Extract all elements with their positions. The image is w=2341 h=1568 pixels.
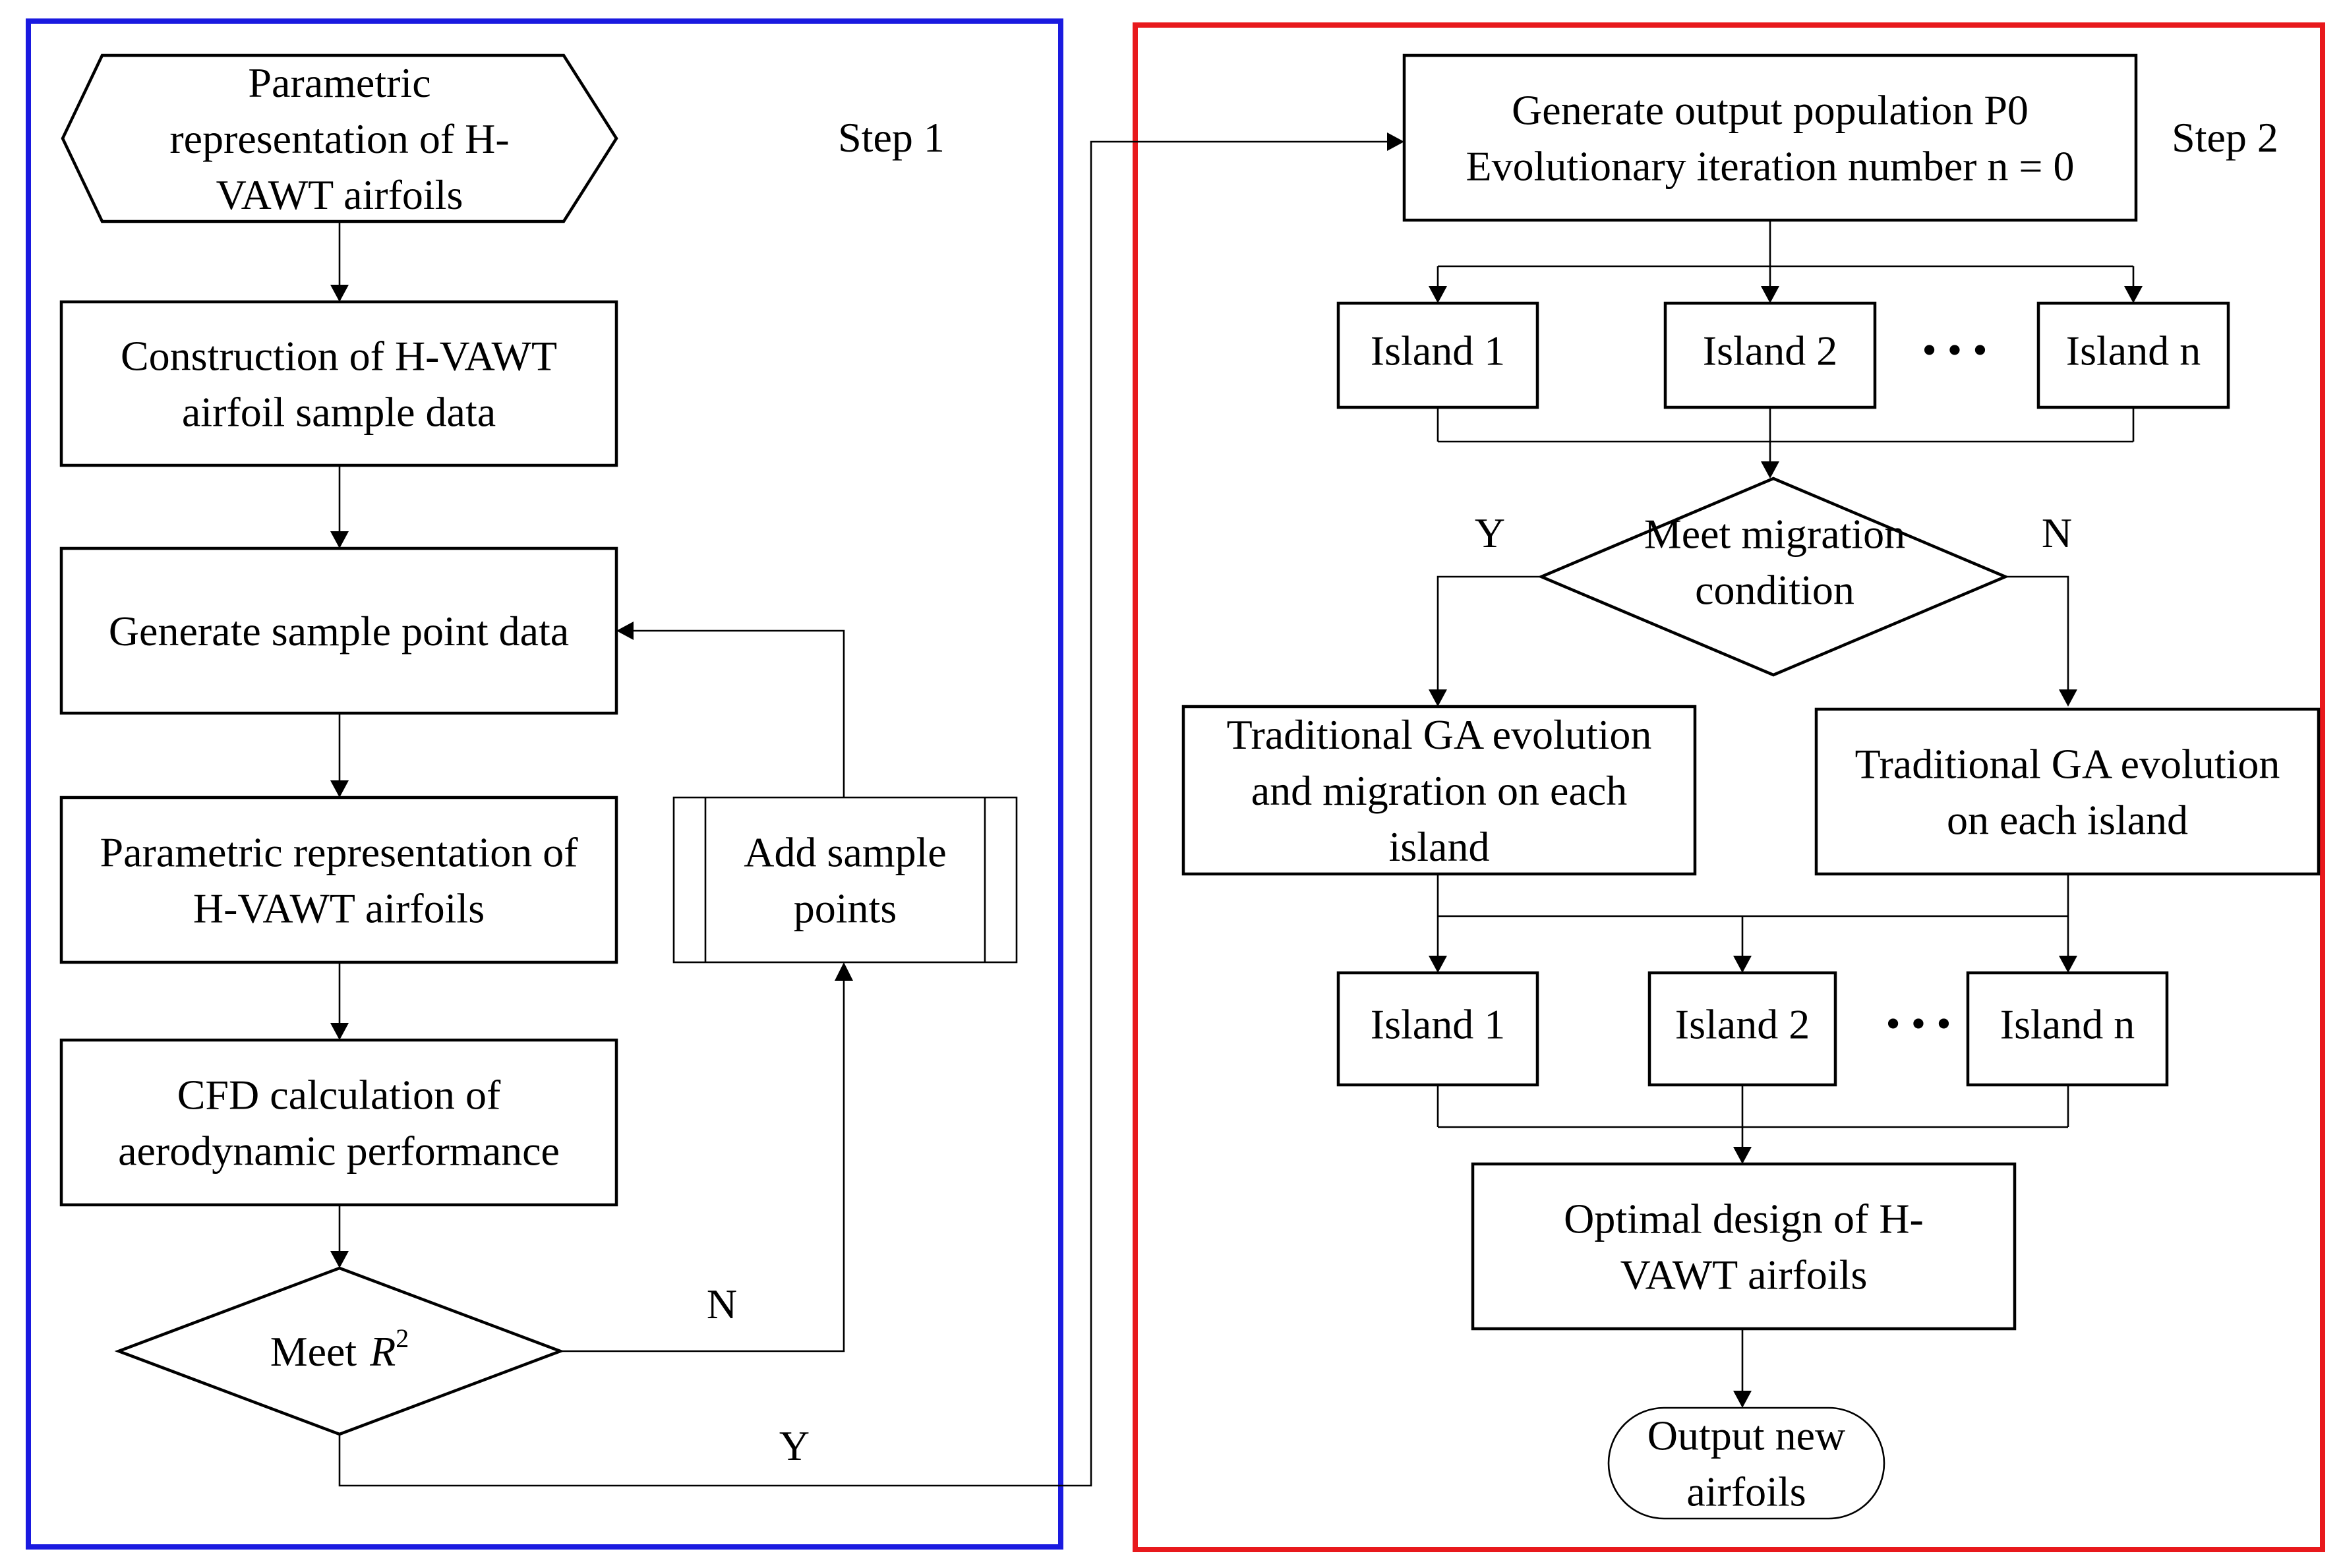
add-points-box — [672, 796, 1018, 964]
generate-points-label: Generate sample point data — [109, 608, 569, 654]
text-line: on each island — [1947, 797, 2188, 844]
text-line: airfoils — [1686, 1468, 1806, 1515]
text-line: Optimal design of H- — [1564, 1196, 1924, 1242]
migration-no-label: N — [2042, 509, 2072, 556]
island-2-bottom-label: Island 2 — [1675, 1001, 1810, 1048]
text-line: Parametric representation of — [100, 829, 579, 876]
text-line: H-VAWT airfoils — [193, 885, 485, 932]
ellipsis-bottom: • • • — [1885, 1000, 1951, 1047]
output-label: Output new airfoils — [1647, 1412, 1845, 1515]
ga-migration-box — [1181, 705, 1697, 876]
output-terminal — [1607, 1407, 1885, 1520]
construction-box — [59, 300, 618, 467]
add-points-label: Add sample points — [744, 829, 947, 932]
ga-plain-box — [1814, 707, 2321, 876]
text-line: Evolutionary iteration number n = 0 — [1466, 143, 2075, 190]
text-line: Traditional GA evolution — [1227, 711, 1652, 758]
text-line: Construction of H-VAWT — [121, 333, 557, 380]
text-line: VAWT airfoils — [1620, 1252, 1868, 1298]
parametric-label: Parametric representation of H-VAWT airfo… — [100, 829, 579, 932]
parametric-box — [59, 796, 618, 964]
step1-label: Step 1 — [838, 114, 945, 161]
island-2-bottom-box — [1647, 971, 1837, 1087]
construction-label: Construction of H-VAWT airfoil sample dat… — [121, 333, 557, 436]
start-label: Parametric representation of H- VAWT airfo… — [169, 59, 509, 218]
island-1-top-label: Island 1 — [1371, 328, 1505, 374]
text-line: aerodynamic performance — [118, 1128, 560, 1175]
text-line: Output new — [1647, 1412, 1845, 1459]
text-line: Parametric — [248, 59, 430, 106]
island-1-top-box — [1336, 301, 1539, 409]
step2-label: Step 2 — [2172, 114, 2278, 161]
text-line: Generate output population P0 — [1512, 87, 2029, 134]
text-line: Traditional GA evolution — [1855, 741, 2280, 788]
text-line: VAWT airfoils — [216, 171, 463, 218]
ga-migration-label: Traditional GA evolution and migration on… — [1227, 711, 1652, 870]
text-line: island — [1389, 823, 1490, 870]
start-hexagon — [61, 53, 618, 223]
island-2-top-box — [1663, 301, 1877, 409]
init-population-box — [1402, 53, 2138, 222]
text-line: condition — [1695, 567, 1854, 614]
text-line: and migration on each — [1251, 767, 1627, 814]
text-line: Add sample — [744, 829, 947, 876]
text-line: airfoil sample data — [182, 389, 496, 436]
island-1-bottom-box — [1336, 971, 1539, 1087]
cfd-label: CFD calculation of aerodynamic performanc… — [118, 1072, 560, 1175]
step1-frame — [26, 18, 1063, 1550]
step2-frame — [1133, 22, 2325, 1552]
island-1-bottom-label: Island 1 — [1371, 1001, 1505, 1048]
island-n-bottom-label: Island n — [2000, 1001, 2135, 1048]
migration-decision-label: Meet migration condition — [1644, 511, 1905, 614]
text-line: CFD calculation of — [177, 1072, 501, 1118]
island-2-top-label: Island 2 — [1703, 328, 1837, 374]
init-population-label: Generate output population P0 Evolutionar… — [1466, 87, 2075, 190]
island-n-top-box — [2036, 301, 2230, 409]
ga-plain-label: Traditional GA evolution on each island — [1855, 741, 2280, 844]
text-line: points — [794, 885, 897, 932]
text-line: Meet migration — [1644, 511, 1905, 558]
island-n-bottom-box — [1966, 971, 2169, 1087]
ellipsis-top: • • • — [1922, 326, 1987, 373]
text-line: representation of H- — [169, 115, 509, 162]
optimal-design-box — [1471, 1162, 2017, 1331]
migration-yes-label: Y — [1475, 509, 1505, 556]
island-n-top-label: Island n — [2066, 328, 2201, 374]
migration-decision-diamond — [1537, 477, 2009, 677]
r2-yes-label: Y — [779, 1422, 810, 1469]
optimal-design-label: Optimal design of H- VAWT airfoils — [1564, 1196, 1924, 1298]
text-line: Generate sample point data — [109, 608, 569, 654]
cfd-box — [59, 1038, 618, 1207]
r2-no-label: N — [707, 1281, 737, 1327]
